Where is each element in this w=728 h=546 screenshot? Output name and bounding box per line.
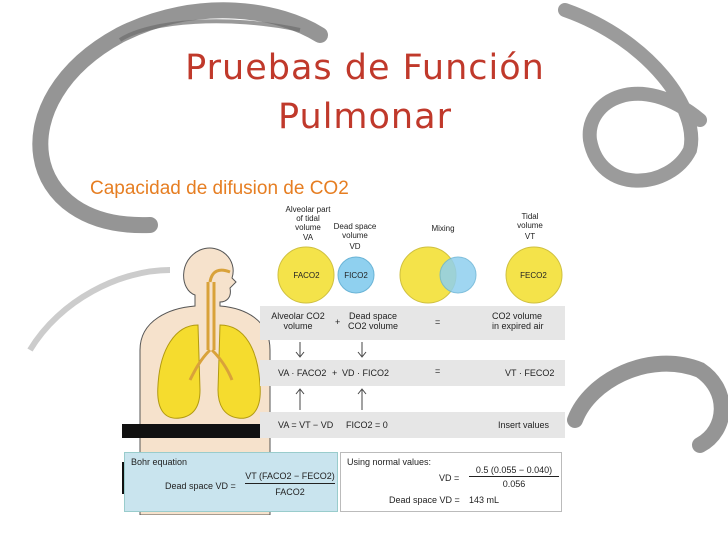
slide-title-line2: Pulmonar [278, 97, 452, 137]
row2-band [260, 360, 565, 386]
right-bottom-brush-stroke [567, 355, 728, 453]
normal-fraction-line [469, 476, 559, 477]
row3-fi-zero: FICO2 = 0 [346, 420, 388, 430]
fi-co2-label: FICO2 [344, 271, 368, 280]
bohr-title: Bohr equation [131, 457, 188, 467]
tidal-symbol: VT [524, 232, 536, 241]
dead-space-volume-label: Dead space volume [333, 222, 377, 240]
right-lung [217, 324, 261, 419]
tidal-volume-label: Tidal volume [517, 212, 543, 230]
row2-equals: = [435, 366, 441, 376]
bohr-equation-box: Bohr equation Dead space VD = VT (FACO2 … [124, 452, 338, 512]
black-band-top [122, 424, 278, 438]
row2-plus: + [332, 368, 338, 378]
row1-expired-co2: CO2 volume in expired air [492, 311, 544, 331]
arrow-down-left [295, 342, 305, 358]
slide-title-line1: Pruebas de Función [185, 48, 545, 88]
bronchi [188, 348, 234, 381]
flow-arrows [295, 342, 367, 410]
normal-result-value: 143 mL [469, 495, 500, 505]
trachea [206, 282, 216, 350]
left-bottom-brush-stroke [27, 267, 171, 352]
bohr-numerator: VT (FACO2 − FECO2) [245, 471, 335, 481]
normal-numerator: 0.5 (0.055 − 0.040) [475, 465, 553, 475]
row2-vd-fi: VD · FICO2 [342, 368, 390, 378]
arrow-down-right [357, 342, 367, 358]
alveolar-circle [277, 246, 335, 304]
nasal-airway [208, 268, 231, 283]
row2-va-fa: VA · FACO2 [278, 368, 327, 378]
bohr-denominator: FACO2 [275, 487, 305, 497]
row1-plus: + [335, 317, 341, 327]
slide-subtitle: Capacidad de difusion de CO2 [90, 178, 349, 199]
normal-values-box: Using normal values: VD = 0.5 (0.055 − 0… [340, 452, 562, 512]
alveolar-part-label: Alveolar part of tidal volume [285, 205, 331, 232]
tidal-circle [505, 246, 563, 304]
row1-band [260, 306, 565, 340]
gas-compartment-circles [277, 246, 563, 304]
left-lung [157, 324, 201, 419]
normal-denominator: 0.056 [502, 479, 526, 489]
fa-co2-label: FACO2 [293, 271, 320, 280]
row2-vt-fe: VT · FECO2 [505, 368, 555, 378]
row3-insert-values: Insert values [498, 420, 550, 430]
row1-equals: = [435, 317, 441, 327]
fe-co2-label: FECO2 [520, 271, 547, 280]
alveolar-symbol: VA [302, 233, 314, 242]
dead-space-symbol: VD [349, 242, 361, 251]
mixing-blue-circle [439, 256, 477, 294]
normal-vd-label: VD = [439, 473, 460, 483]
torso-skin [139, 247, 271, 515]
normal-title: Using normal values: [347, 457, 432, 467]
dead-space-circle [337, 256, 375, 294]
co2-diffusion-figure: Alveolar part of tidal volume VA Dead sp… [120, 200, 565, 515]
arrow-up-right [357, 388, 367, 410]
left-brush-stroke-inner [118, 19, 301, 42]
row1-dead-space-co2: Dead space CO2 volume [347, 311, 399, 331]
mixing-label: Mixing [431, 224, 455, 233]
arrow-up-left [295, 388, 305, 410]
bohr-fraction-line [245, 483, 335, 484]
top-right-brush-stroke [558, 3, 707, 188]
row3-band [260, 412, 565, 438]
row3-va-equation: VA = VT − VD [278, 420, 334, 430]
normal-result-label: Dead space VD = [389, 495, 460, 505]
bohr-lhs: Dead space VD = [165, 481, 236, 491]
row1-alveolar-co2-volume: Alveolar CO2 volume [271, 311, 325, 331]
top-left-brush-stroke [32, 2, 328, 234]
